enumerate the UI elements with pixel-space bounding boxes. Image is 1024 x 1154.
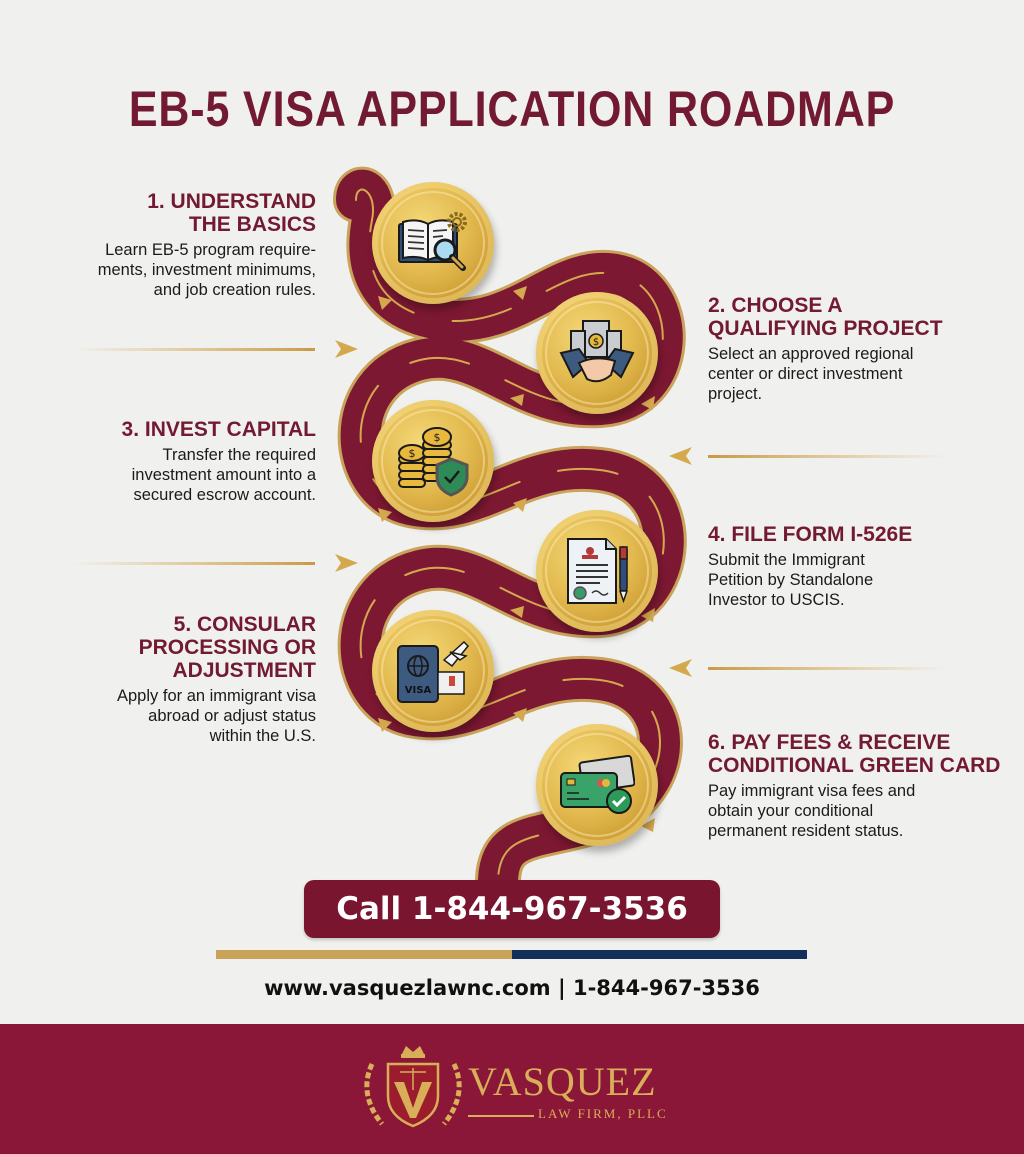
step-4: 4. FILE FORM I-526E Submit the Immigrant…	[708, 523, 1008, 610]
road-arrows	[378, 286, 655, 832]
step-6-coin	[536, 724, 658, 846]
credit-card-check-icon	[560, 755, 635, 814]
footer	[0, 1024, 1024, 1154]
passport-plane-icon: VISA	[397, 640, 470, 703]
brand-name: VASQUEZ	[468, 1059, 657, 1104]
step-3-title: 3. INVEST CAPITAL	[121, 418, 316, 441]
divider-arrows	[72, 340, 948, 677]
step-2-coin: $	[536, 292, 658, 414]
building-handshake-icon: $	[559, 320, 635, 383]
law-firm-crest-icon	[364, 1046, 462, 1128]
svg-text:$: $	[593, 337, 599, 348]
step-3-coin: $ $	[372, 400, 494, 522]
gold-divider-bar	[216, 950, 512, 959]
step-5-coin: VISA	[372, 610, 494, 732]
document-pen-icon	[567, 538, 629, 604]
step-1-coin	[372, 182, 494, 304]
step-1-description: Learn EB-5 program require-ments, invest…	[97, 241, 316, 299]
step-4-coin	[536, 510, 658, 632]
brand-rule	[468, 1115, 534, 1117]
book-magnifier-gear-icon	[398, 212, 467, 271]
page-title: EB-5 VISA APPLICATION ROADMAP	[128, 81, 896, 137]
navy-divider-bar	[512, 950, 807, 959]
svg-text:$: $	[409, 447, 416, 460]
svg-text:$: $	[434, 431, 441, 444]
call-button[interactable]: Call 1-844-967-3536	[304, 880, 720, 938]
svg-text:VISA: VISA	[405, 685, 432, 696]
brand-subtitle: LAW FIRM, PLLC	[538, 1106, 668, 1121]
coins-shield-icon: $ $	[398, 427, 469, 497]
step-4-title: 4. FILE FORM I-526E	[708, 523, 913, 546]
contact-line[interactable]: www.vasquezlawnc.com | 1-844-967-3536	[264, 976, 760, 1000]
roadmap-path	[72, 166, 948, 903]
